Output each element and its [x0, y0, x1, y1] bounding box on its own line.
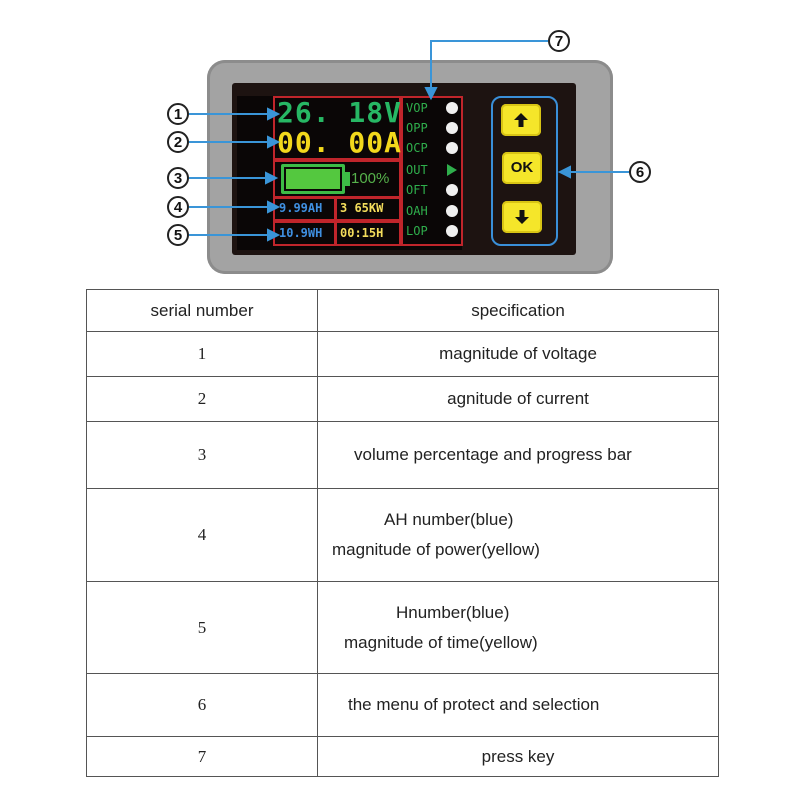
protection-label: LOP: [406, 224, 428, 238]
specification-table: serial number specification 1 magnitude …: [86, 289, 719, 777]
protection-label: OAH: [406, 204, 428, 218]
power-readout: 3 65KW: [340, 201, 384, 215]
header-serial-number: serial number: [86, 289, 318, 332]
table-row: 1 magnitude of voltage: [86, 331, 719, 377]
ok-key-label: OK: [510, 159, 534, 176]
watt-hours-readout: 10.9WH: [279, 226, 323, 240]
protection-item: OUT: [403, 160, 461, 180]
protection-item: OPP: [403, 118, 461, 138]
specification-line: agnitude of current: [447, 389, 589, 408]
table-row: 5 Hnumber(blue) magnitude of time(yellow…: [86, 581, 719, 674]
specification-cell: press key: [317, 736, 719, 777]
specification-line: press key: [481, 746, 555, 766]
specification-cell: AH number(blue) magnitude of power(yello…: [317, 488, 719, 582]
table-row: 3 volume percentage and progress bar: [86, 421, 719, 489]
battery-icon: [281, 164, 345, 194]
amp-hours-readout: 9.99AH: [279, 201, 323, 215]
arrow-down-icon: [515, 210, 529, 224]
down-key[interactable]: [502, 201, 542, 233]
protection-label: OFT: [406, 183, 428, 197]
protection-list: VOP OPP OCP OUT OFT OAH LOP: [403, 98, 461, 240]
specification-cell: Hnumber(blue) magnitude of time(yellow): [317, 581, 719, 674]
up-key[interactable]: [501, 104, 541, 136]
specification-line: AH number(blue): [384, 510, 514, 529]
table-row: 7 press key: [86, 736, 719, 777]
protection-item: VOP: [403, 98, 461, 118]
specification-line: magnitude of voltage: [439, 344, 597, 363]
callout-7: 7: [548, 30, 570, 52]
specification-line: magnitude of time(yellow): [344, 632, 538, 652]
protection-item: OFT: [403, 180, 461, 200]
callout-5: 5: [167, 224, 189, 246]
callout-leader-lines: [189, 40, 629, 242]
table-row: 6 the menu of protect and selection: [86, 673, 719, 737]
status-dot-icon: [446, 102, 458, 114]
arrow-up-icon: [514, 113, 528, 127]
protection-label: OUT: [406, 163, 428, 177]
specification-cell: volume percentage and progress bar: [317, 421, 719, 489]
capacity-percent: 100%: [351, 170, 390, 187]
specification-line: the menu of protect and selection: [348, 695, 600, 714]
serial-number-cell: 7: [86, 736, 318, 777]
specification-cell: the menu of protect and selection: [317, 673, 719, 737]
table-row: 4 AH number(blue) magnitude of power(yel…: [86, 488, 719, 582]
serial-number-cell: 6: [86, 673, 318, 737]
callout-6: 6: [629, 161, 651, 183]
specification-line: magnitude of power(yellow): [332, 540, 540, 559]
serial-number-cell: 1: [86, 331, 318, 377]
time-readout: 00:15H: [340, 226, 384, 240]
protection-item: OCP: [403, 138, 461, 158]
protection-item: OAH: [403, 201, 461, 221]
kw-frame: [335, 197, 401, 221]
specification-cell: magnitude of voltage: [317, 331, 719, 377]
status-dot-icon: [446, 142, 458, 154]
callout-3: 3: [167, 167, 189, 189]
status-dot-icon: [446, 205, 458, 217]
header-specification: specification: [317, 289, 719, 332]
callout-2: 2: [167, 131, 189, 153]
time-frame: [335, 221, 401, 246]
protection-label: OPP: [406, 121, 428, 135]
battery-progress-fill: [286, 169, 340, 189]
status-dot-icon: [446, 225, 458, 237]
reading-frame: [273, 96, 401, 160]
specification-line: volume percentage and progress bar: [354, 445, 632, 464]
protection-item: LOP: [403, 221, 461, 241]
voltage-readout: 26. 18V: [277, 96, 403, 129]
specification-cell: agnitude of current: [317, 376, 719, 422]
ok-key[interactable]: OK: [502, 152, 542, 184]
status-dot-icon: [446, 184, 458, 196]
callout-1: 1: [167, 103, 189, 125]
callout-4: 4: [167, 196, 189, 218]
device-illustration: 26. 18V 00. 00A 100% 9.99AH 3 65KW 10.9W…: [0, 0, 800, 285]
battery-terminal-icon: [345, 172, 350, 186]
serial-number-cell: 5: [86, 581, 318, 674]
specification-line: Hnumber(blue): [396, 602, 510, 622]
serial-number-cell: 2: [86, 376, 318, 422]
current-readout: 00. 00A: [277, 126, 403, 159]
serial-number-cell: 4: [86, 488, 318, 582]
status-dot-icon: [446, 122, 458, 134]
serial-number-cell: 3: [86, 421, 318, 489]
keypad-frame: [491, 96, 558, 246]
output-arrow-icon: [447, 164, 457, 176]
protection-label: VOP: [406, 101, 428, 115]
table-row: 2 agnitude of current: [86, 376, 719, 422]
protection-label: OCP: [406, 141, 428, 155]
table-header-row: serial number specification: [86, 289, 719, 332]
